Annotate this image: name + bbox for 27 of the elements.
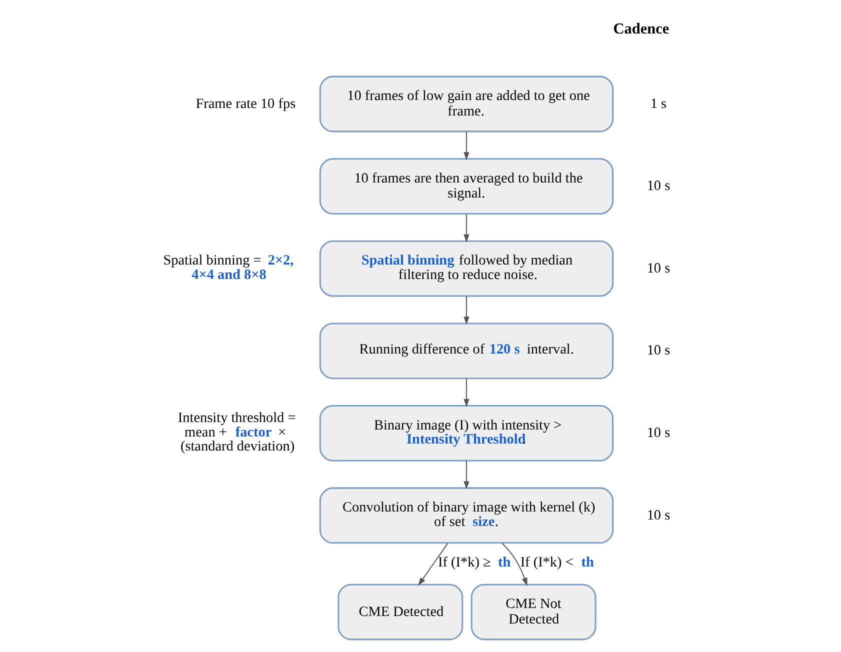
node-label: Spatial binning = 2×2, 4×4 and 8×8 [163,252,294,283]
arrow [464,214,470,242]
edge-label: If (I*k) < th [520,554,594,570]
node-box: 10 frames are then averaged to build the signal. [319,158,614,214]
node-box: 10 frames of low gain are added to get one frame. [319,76,614,132]
node-box: Convolution of binary image with kernel (k) of set size. [319,487,614,544]
arrow [418,543,448,586]
arrow [464,378,470,408]
edge-label: If (I*k) ≥ th [438,554,511,570]
node-label: 10 s [646,260,670,276]
node-label: 10 s [646,178,670,194]
node-label: 10 s [646,342,670,359]
arrow [464,296,470,325]
arrow [502,542,528,586]
node-label: Intensity threshold = mean + factor × (standard deviation) [178,410,296,455]
arrow [464,460,470,490]
node-box: CME Not Detected [470,584,596,640]
node-label: 10 s [646,424,670,441]
node-box: Running difference of 120 s interval. [319,322,614,380]
node-box: CME Detected [338,584,464,640]
node-box: Binary image (I) with intensity > Intensity Threshold. [319,405,614,462]
label: Cadence [613,20,670,38]
node-label: 1 s [650,96,667,112]
node-box: Spatial binning followed by median filtering to reduce noise. [319,240,614,297]
node-label: 10 s [646,507,670,524]
arrow [464,132,470,160]
node-label: Frame rate 10 fps [196,96,296,112]
